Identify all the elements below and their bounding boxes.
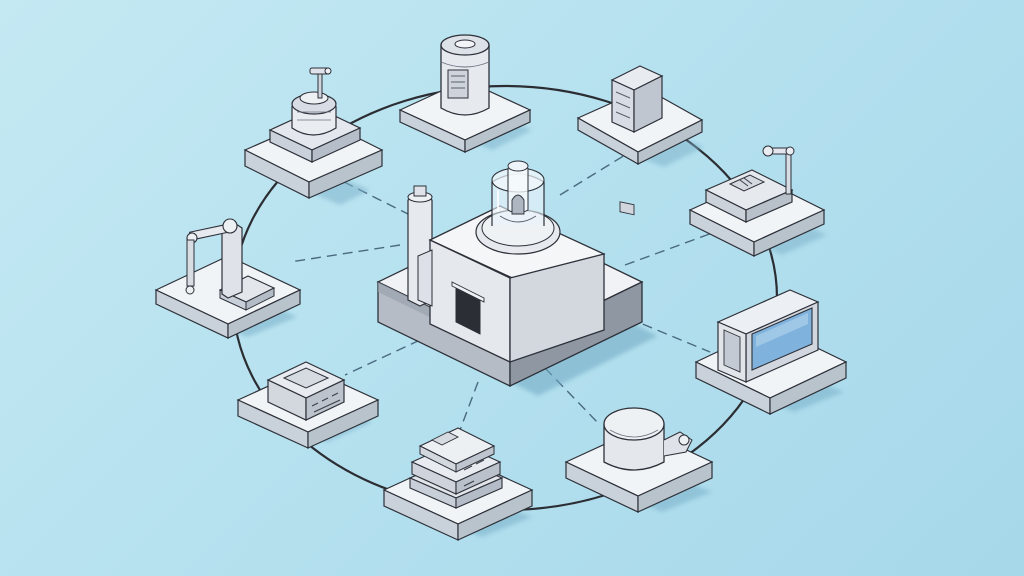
connector-hub-reactor bbox=[544, 367, 601, 426]
connector-hub-computer bbox=[627, 317, 711, 353]
cylinder-icon bbox=[440, 34, 490, 116]
node-cylinder-storage[interactable] bbox=[398, 34, 532, 153]
stacked-modules-icon bbox=[408, 427, 504, 509]
computer-icon bbox=[716, 289, 820, 383]
robotic-arm-icon bbox=[185, 218, 276, 311]
node-server-cabinet[interactable] bbox=[576, 65, 704, 216]
connector-hub-arm bbox=[289, 244, 401, 263]
node-computer-terminal[interactable] bbox=[694, 289, 848, 415]
connector-hub-workstation bbox=[624, 231, 716, 266]
node-lab-workstation[interactable] bbox=[688, 145, 827, 257]
hub-central-processing[interactable] bbox=[376, 160, 658, 396]
server-icon bbox=[610, 65, 664, 216]
node-dome-reactor[interactable] bbox=[564, 407, 714, 513]
central-processing-building-icon bbox=[407, 160, 606, 364]
reactor-icon bbox=[603, 407, 693, 471]
connector-hub-server bbox=[559, 154, 626, 196]
workstation-icon bbox=[704, 145, 795, 223]
node-tank-with-valve[interactable] bbox=[243, 67, 384, 205]
node-control-box[interactable] bbox=[236, 361, 380, 449]
node-robotic-arm[interactable] bbox=[154, 218, 302, 339]
connector-hub-modules bbox=[459, 381, 479, 431]
node-stacked-modules[interactable] bbox=[382, 427, 534, 541]
control-box-icon bbox=[266, 361, 346, 421]
connector-hub-controlbox bbox=[344, 339, 421, 376]
tank-icon bbox=[268, 67, 362, 163]
